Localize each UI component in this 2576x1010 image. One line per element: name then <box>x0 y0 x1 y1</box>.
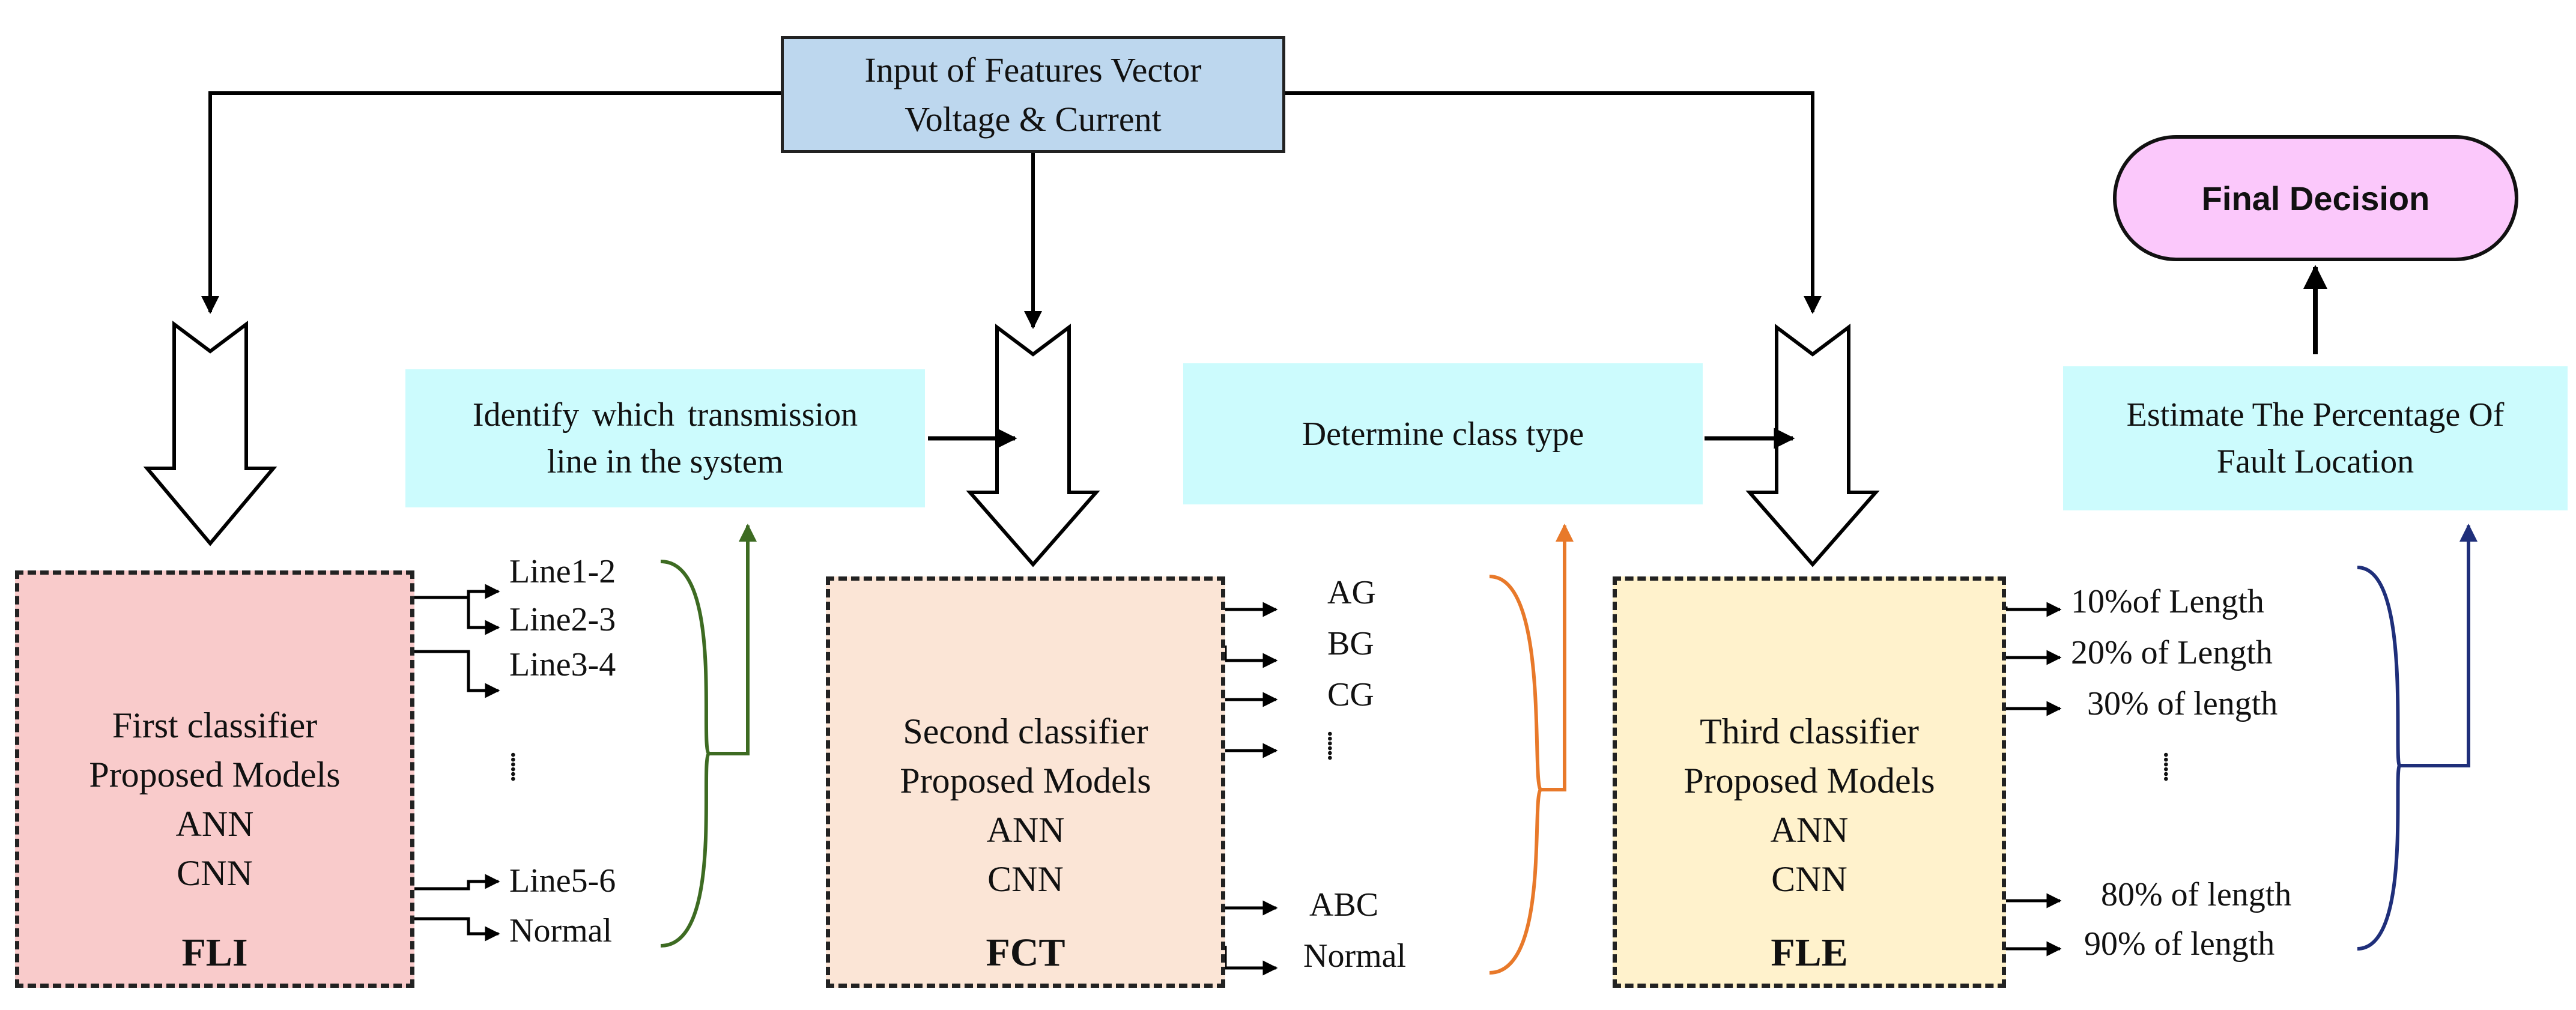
fct-output-bg: BG <box>1327 625 1374 662</box>
fli-output-arrows <box>414 584 500 942</box>
note-estimate-text-1: Estimate The Percentage Of <box>2126 396 2505 434</box>
fle-output-arrows <box>2004 602 2062 957</box>
classifier-fli-models: Proposed Models <box>89 755 341 794</box>
final-decision-label: Final Decision <box>2201 179 2430 217</box>
classifier-fle-tag: FLE <box>1771 931 1848 975</box>
branch-to-fli <box>201 91 781 314</box>
classifier-fle-model-1: ANN <box>1770 810 1849 850</box>
fle-output-30pct: 30% of length <box>2087 685 2278 722</box>
note-estimate-location: Estimate The Percentage Of Fault Locatio… <box>2063 366 2568 510</box>
fle-output-10pct: 10%of Length <box>2071 583 2264 620</box>
fli-output-line1-2: Line1-2 <box>509 553 616 590</box>
fli-output-ellipsis: ...... <box>504 751 541 779</box>
classifier-fle-model-2: CNN <box>1771 859 1847 899</box>
hollow-arrows <box>143 321 1880 567</box>
fli-output-line2-3: Line2-3 <box>509 601 616 638</box>
classifier-fct-name: Second classifier <box>903 712 1148 751</box>
note-determine-class: Determine class type <box>1183 363 1703 504</box>
fle-output-90pct: 90% of length <box>2084 925 2275 963</box>
hollow-arrow-fle <box>1745 324 1880 567</box>
classifier-fli-model-2: CNN <box>177 853 253 893</box>
fli-brace <box>660 524 757 948</box>
note-identify-line: Identify which transmission line in the … <box>405 369 925 507</box>
hollow-arrow-fct <box>966 324 1100 567</box>
classifier-fli-tag: FLI <box>181 931 248 975</box>
classifier-fli: First classifier Proposed Models ANN CNN… <box>15 570 414 988</box>
fli-output-normal: Normal <box>509 912 613 949</box>
fct-output-cg: CG <box>1327 676 1374 713</box>
fct-brace <box>1489 524 1574 975</box>
classifier-fle-name: Third classifier <box>1700 712 1919 751</box>
input-features-box: Input of Features Vector Voltage & Curre… <box>781 36 1285 153</box>
classifier-fle: Third classifier Proposed Models ANN CNN… <box>1613 576 2006 988</box>
note-identify-text-2: line in the system <box>547 443 784 480</box>
note-estimate-text-2: Fault Location <box>2216 443 2414 480</box>
input-branch-lines <box>201 91 1822 329</box>
fle-output-20pct: 20% of Length <box>2071 634 2273 671</box>
fct-output-abc: ABC <box>1309 886 1379 924</box>
fle-output-80pct: 80% of length <box>2101 876 2292 913</box>
fli-output-line5-6: Line5-6 <box>509 862 616 900</box>
classifier-fct-models: Proposed Models <box>900 761 1151 800</box>
classifier-fct-tag: FCT <box>986 931 1065 975</box>
classifier-fct-model-2: CNN <box>987 859 1064 899</box>
classifier-fct: Second classifier Proposed Models ANN CN… <box>826 576 1225 988</box>
fli-output-line3-4: Line3-4 <box>509 646 616 683</box>
classifier-fct-model-1: ANN <box>986 810 1065 850</box>
hollow-arrow-fli <box>143 321 277 546</box>
fct-output-normal: Normal <box>1303 937 1407 975</box>
note-determine-text: Determine class type <box>1302 415 1584 453</box>
fct-output-ellipsis: ...... <box>1321 730 1358 758</box>
classifier-fli-model-1: ANN <box>175 804 254 844</box>
final-decision-box: Final Decision <box>2113 135 2518 261</box>
fct-output-ag: AG <box>1327 574 1376 611</box>
branch-to-fle <box>1285 91 1822 314</box>
fle-output-ellipsis: ...... <box>2157 751 2194 779</box>
input-subtitle: Voltage & Current <box>905 99 1162 139</box>
fct-output-arrows <box>1223 602 1278 976</box>
fle-brace <box>2357 524 2478 951</box>
note-identify-text-1: Identify which transmission <box>472 396 858 434</box>
classifier-fle-models: Proposed Models <box>1683 761 1935 800</box>
classifier-fli-name: First classifier <box>112 706 318 745</box>
input-title: Input of Features Vector <box>864 50 1202 89</box>
